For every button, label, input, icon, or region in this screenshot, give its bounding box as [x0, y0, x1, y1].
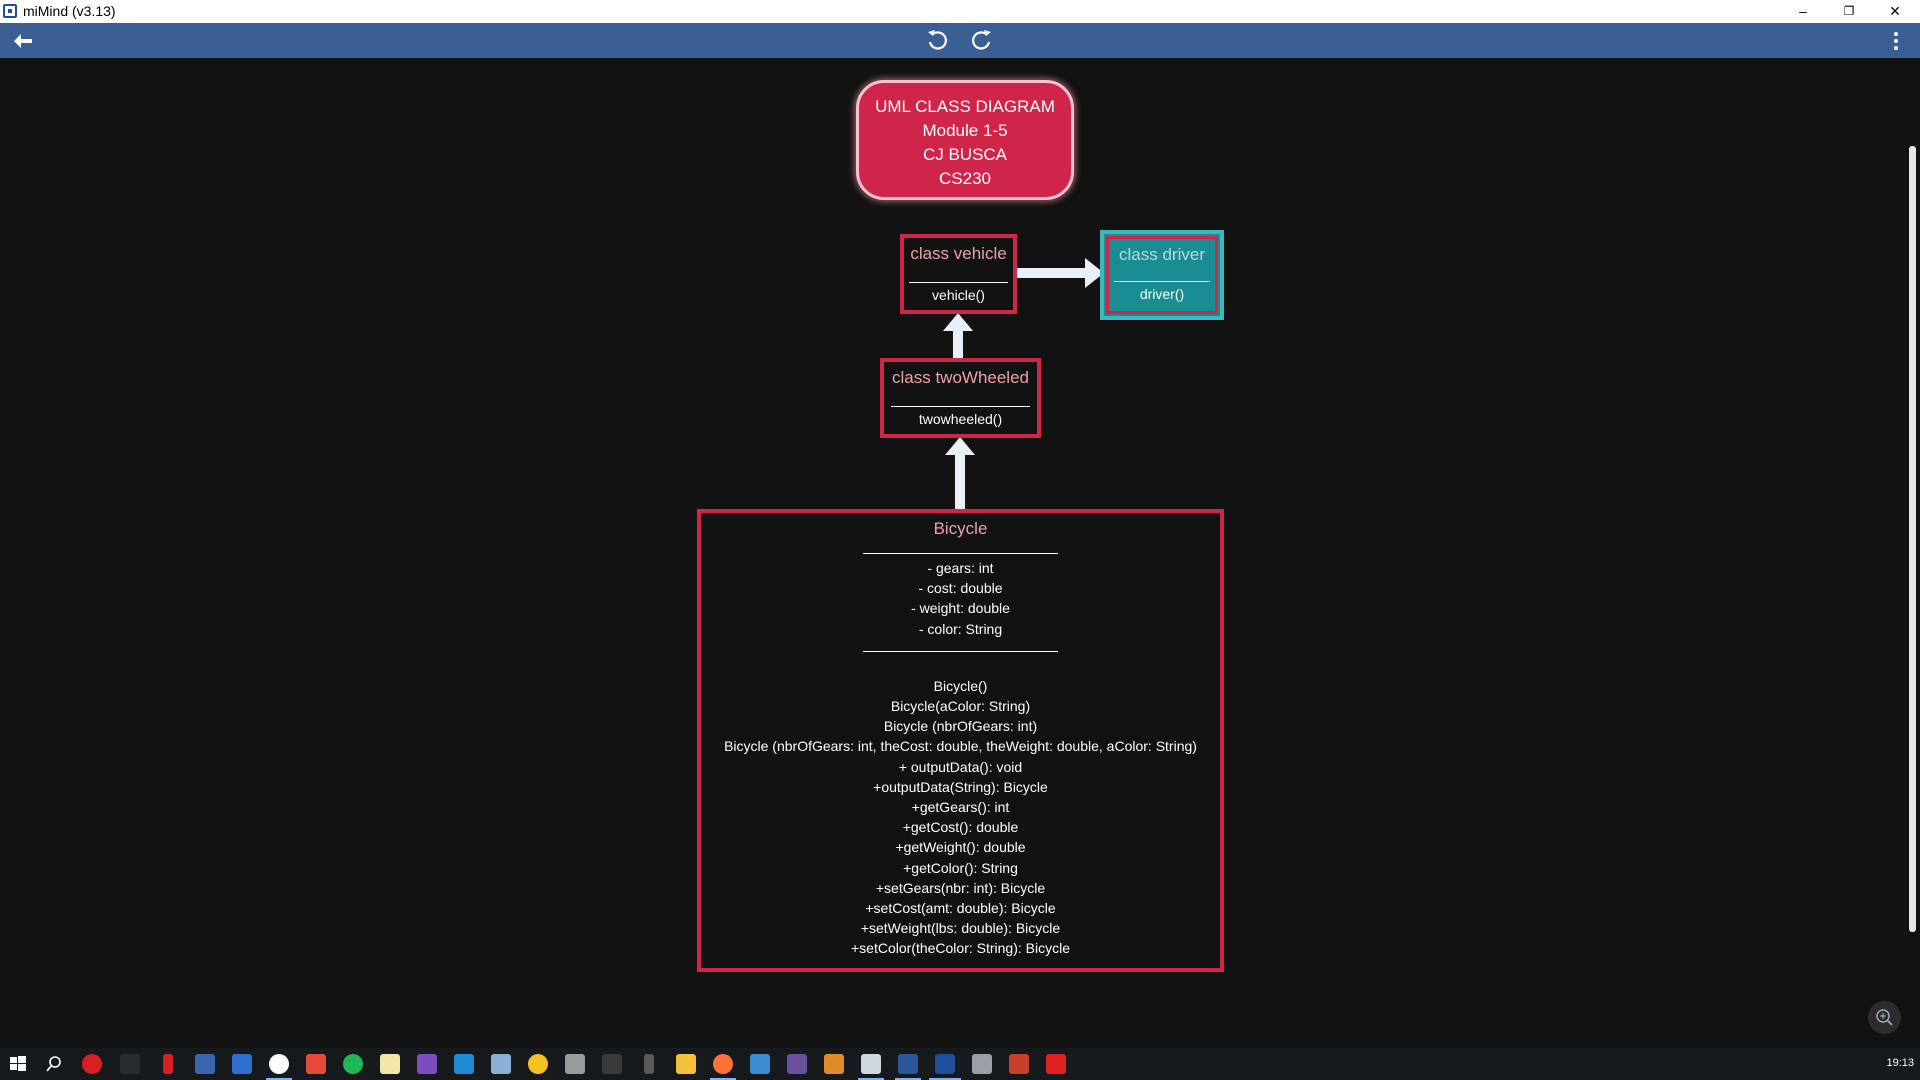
- method-item: +setCost(amt: double): Bicycle: [865, 900, 1056, 917]
- attribute-item: - cost: double: [918, 580, 1003, 597]
- minimize-button[interactable]: –: [1799, 3, 1807, 19]
- method-item: Bicycle (nbrOfGears: int, theCost: doubl…: [724, 738, 1197, 755]
- divider: [1114, 281, 1210, 282]
- method-item: +getColor(): String: [903, 859, 1018, 876]
- method-item: +setColor(theColor: String): Bicycle: [850, 940, 1071, 957]
- class-header: Bicycle: [933, 519, 988, 538]
- vehicle-to-driver-arrow: [1017, 258, 1104, 288]
- visual-studio-icon[interactable]: [417, 1054, 437, 1074]
- method-item: +getCost(): double: [902, 819, 1019, 836]
- vehicle-class-node[interactable]: class vehicle vehicle(): [900, 234, 1017, 314]
- attribute-item: - weight: double: [911, 600, 1010, 617]
- app-circle-icon[interactable]: [269, 1054, 289, 1074]
- app-orange-icon[interactable]: [306, 1054, 326, 1074]
- taskbar-clock: 19:13: [1886, 1057, 1914, 1069]
- vertical-scrollbar[interactable]: [1905, 58, 1920, 1048]
- divider: [909, 282, 1008, 283]
- method-item: +setGears(nbr: int): Bicycle: [875, 879, 1046, 896]
- title-node[interactable]: UML CLASS DIAGRAM Module 1-5 CJ BUSCA CS…: [856, 80, 1074, 200]
- app-red-icon[interactable]: [163, 1054, 173, 1074]
- chrome-icon[interactable]: [528, 1054, 548, 1074]
- window-title-bar: miMind (v3.13) – ❐ ✕: [0, 0, 1920, 23]
- title-line: CS230: [939, 169, 991, 188]
- class-header: class twoWheeled: [891, 368, 1029, 387]
- firefox-icon[interactable]: [713, 1054, 733, 1074]
- taskbar: 19:13: [0, 1048, 1920, 1080]
- driver-class-node[interactable]: class driver driver(): [1100, 230, 1224, 320]
- active-indicator: [266, 1078, 292, 1080]
- start-icon[interactable]: [8, 1054, 28, 1074]
- mimind-app-icon: [3, 4, 17, 18]
- app-doc-icon[interactable]: [861, 1054, 881, 1074]
- class-method: twowheeled(): [918, 411, 1003, 427]
- active-indicator: [858, 1078, 884, 1080]
- active-indicator: [710, 1078, 736, 1080]
- class-method: driver(): [1139, 286, 1185, 302]
- search-icon[interactable]: [44, 1054, 64, 1074]
- vscode-icon[interactable]: [454, 1054, 474, 1074]
- scrollbar-thumb[interactable]: [1909, 146, 1916, 932]
- method-list: Bicycle() Bicycle(aColor: String) Bicycl…: [701, 676, 1220, 959]
- blender-icon[interactable]: [824, 1054, 844, 1074]
- redo-icon[interactable]: [966, 23, 996, 58]
- window-title: miMind (v3.13): [23, 3, 116, 19]
- app-gray-icon[interactable]: [972, 1054, 992, 1074]
- active-indicator: [895, 1078, 921, 1080]
- app-people-icon[interactable]: [750, 1054, 770, 1074]
- attribute-item: - gears: int: [927, 560, 994, 576]
- selection-border: class driver driver(): [1106, 236, 1218, 314]
- bicycle-to-twowheeled-arrow: [945, 437, 975, 511]
- divider: [891, 406, 1030, 407]
- class-method: vehicle(): [932, 287, 985, 303]
- app-toolbar: [0, 23, 1920, 58]
- file-explorer-icon[interactable]: [676, 1054, 696, 1074]
- method-item: Bicycle (nbrOfGears: int): [883, 718, 1038, 735]
- app-grid-icon[interactable]: [1009, 1054, 1029, 1074]
- method-item: Bicycle(aColor: String): [890, 698, 1031, 715]
- notes-icon[interactable]: [380, 1054, 400, 1074]
- restore-button[interactable]: ❐: [1843, 4, 1855, 18]
- method-item: +outputData(String): Bicycle: [873, 778, 1048, 795]
- app-sound-icon[interactable]: [644, 1054, 654, 1074]
- twowheeled-to-vehicle-arrow: [943, 313, 973, 360]
- method-item: + outputData(): void: [898, 758, 1023, 775]
- title-line: Module 1-5: [922, 121, 1008, 140]
- network-icon[interactable]: [491, 1054, 511, 1074]
- undo-icon[interactable]: [923, 23, 953, 58]
- remote-desktop-icon[interactable]: [232, 1054, 252, 1074]
- zoom-in-icon: [1876, 1009, 1893, 1026]
- terminal-icon[interactable]: [120, 1054, 140, 1074]
- settings-icon[interactable]: [565, 1054, 585, 1074]
- back-arrow-icon[interactable]: [8, 23, 38, 58]
- app-purple-icon[interactable]: [787, 1054, 807, 1074]
- divider: [863, 553, 1058, 554]
- class-header: class vehicle: [910, 244, 1007, 263]
- active-indicator: [929, 1078, 961, 1080]
- method-item: +setWeight(lbs: double): Bicycle: [860, 920, 1061, 937]
- attribute-list: - gears: int - cost: double - weight: do…: [701, 558, 1220, 639]
- close-button[interactable]: ✕: [1889, 3, 1901, 19]
- class-header: class driver: [1119, 245, 1205, 264]
- attribute-item: - color: String: [918, 620, 1003, 637]
- title-line: UML CLASS DIAGRAM: [875, 97, 1055, 116]
- bicycle-class-node[interactable]: Bicycle - gears: int - cost: double - we…: [697, 509, 1224, 972]
- title-line: CJ BUSCA: [922, 145, 1008, 164]
- divider: [863, 650, 1058, 652]
- spotify-icon[interactable]: [343, 1054, 363, 1074]
- calculator-icon[interactable]: [195, 1054, 215, 1074]
- method-item: Bicycle(): [933, 677, 988, 694]
- zoom-button[interactable]: [1868, 1001, 1901, 1034]
- method-item: +getWeight(): double: [895, 839, 1026, 856]
- method-item: +getGears(): int: [911, 799, 1010, 816]
- app-dark-icon[interactable]: [602, 1054, 622, 1074]
- opera-icon[interactable]: [82, 1054, 102, 1074]
- acrobat-icon[interactable]: [1046, 1054, 1066, 1074]
- mimind-taskbar-icon[interactable]: [935, 1054, 955, 1074]
- word-icon[interactable]: [898, 1054, 918, 1074]
- twowheeled-class-node[interactable]: class twoWheeled twowheeled(): [880, 358, 1041, 438]
- more-vertical-icon[interactable]: [1881, 23, 1911, 58]
